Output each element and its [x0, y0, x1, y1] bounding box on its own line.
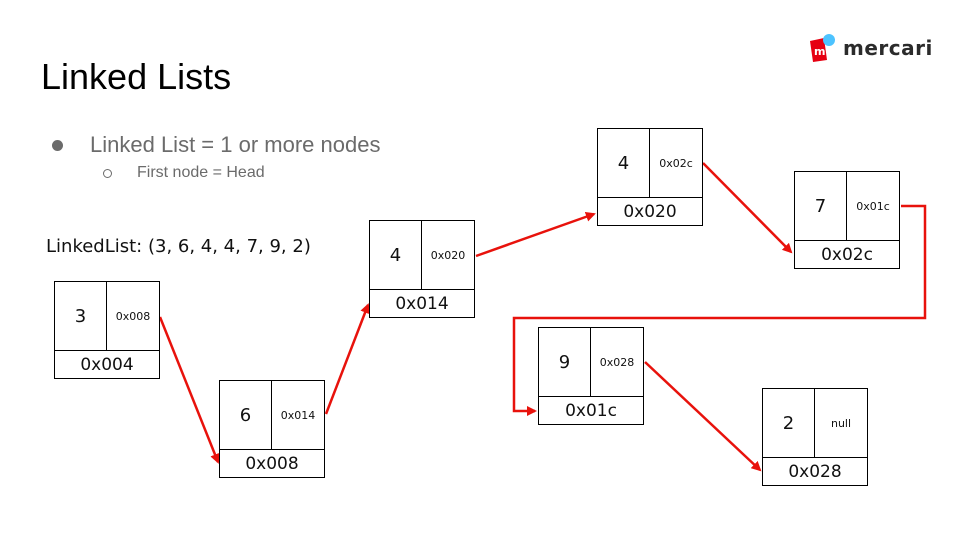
- bullet-ring-icon: [103, 168, 112, 178]
- node-next-pointer: 0x020: [422, 221, 474, 290]
- node-address: 0x014: [395, 293, 449, 314]
- node-value: 6: [220, 381, 272, 450]
- list-node-7: 2 null 0x028: [762, 388, 868, 486]
- list-node-6: 9 0x028 0x01c: [538, 327, 644, 425]
- node-address: 0x008: [245, 453, 299, 474]
- mercari-logo-icon: m: [810, 34, 835, 62]
- arrow-node-6-to-7: [644, 361, 762, 472]
- node-next-pointer: 0x02c: [650, 129, 702, 198]
- list-node-5: 7 0x01c 0x02c: [794, 171, 900, 269]
- slide-title: Linked Lists: [41, 56, 232, 97]
- bullet-text: Linked List = 1 or more nodes: [90, 132, 381, 157]
- bullet-text: First node = Head: [137, 164, 265, 181]
- mercari-logo: m mercari: [807, 33, 933, 63]
- node-next-pointer: 0x014: [272, 381, 324, 450]
- node-next-pointer: null: [815, 389, 867, 458]
- arrow-node-5-to-6: [512, 204, 927, 416]
- node-address: 0x02c: [821, 244, 873, 265]
- node-value: 9: [539, 328, 591, 397]
- logo-mark-letter: m: [814, 45, 825, 58]
- node-next-pointer: 0x028: [591, 328, 643, 397]
- list-node-4: 4 0x02c 0x020: [597, 128, 703, 226]
- node-value: 2: [763, 389, 815, 458]
- list-node-2: 6 0x014 0x008: [219, 380, 325, 478]
- arrow-node-2-to-3: [324, 303, 370, 415]
- bullet-level-1: Linked List = 1 or more nodes: [52, 132, 380, 158]
- node-address: 0x020: [623, 201, 677, 222]
- node-address: 0x004: [80, 354, 134, 375]
- node-value: 4: [370, 221, 422, 290]
- node-value: 7: [795, 172, 847, 241]
- node-next-pointer: 0x008: [107, 282, 159, 351]
- bullet-dot-icon: [52, 139, 63, 151]
- arrow-node-3-to-4: [475, 211, 596, 258]
- node-value: 3: [55, 282, 107, 351]
- arrow-node-4-to-5: [702, 162, 793, 254]
- node-value: 4: [598, 129, 650, 198]
- list-node-3: 4 0x020 0x014: [369, 220, 475, 318]
- node-address: 0x01c: [565, 400, 617, 421]
- logo-text: mercari: [843, 36, 933, 60]
- node-next-pointer: 0x01c: [847, 172, 899, 241]
- linked-list-label: LinkedList: (3, 6, 4, 4, 7, 9, 2): [46, 236, 311, 257]
- node-address: 0x028: [788, 461, 842, 482]
- arrow-node-1-to-2: [158, 316, 220, 464]
- bullet-level-2: First node = Head: [103, 164, 265, 182]
- list-node-1: 3 0x008 0x004: [54, 281, 160, 379]
